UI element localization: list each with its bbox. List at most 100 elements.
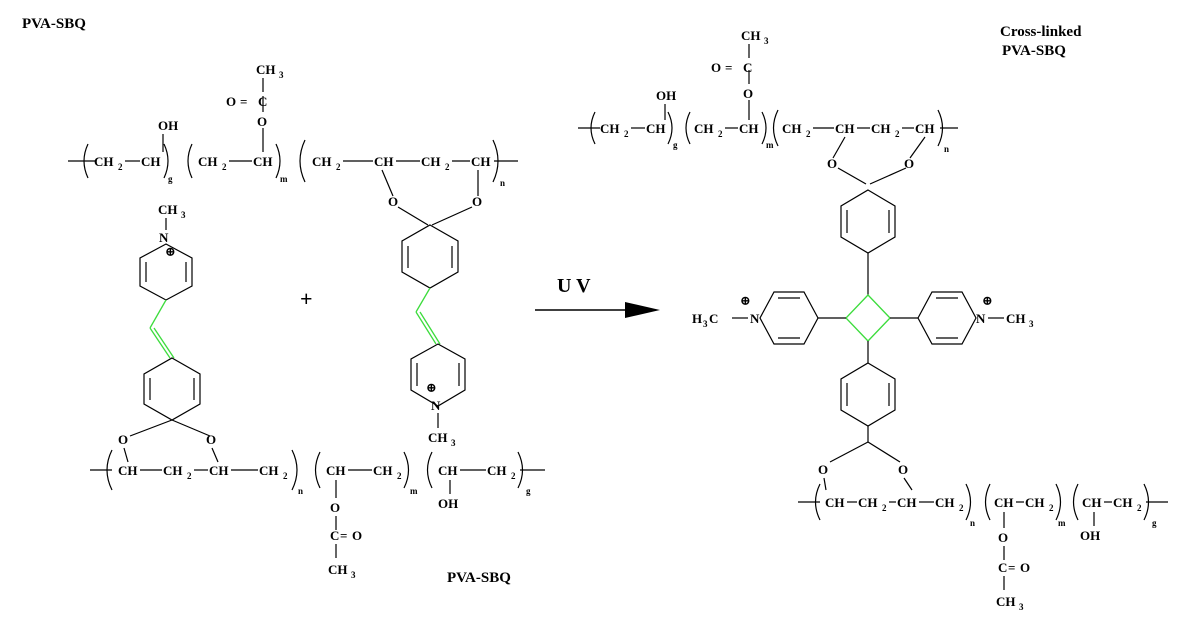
label-product-line1: Cross-linked	[1000, 24, 1082, 40]
svg-text:O: O	[118, 432, 128, 447]
svg-text:CH: CH	[118, 463, 138, 478]
svg-text:2: 2	[1137, 503, 1142, 513]
svg-text:OH: OH	[158, 118, 178, 133]
svg-text:2: 2	[187, 471, 192, 481]
svg-text:m: m	[766, 140, 774, 150]
svg-text:=: =	[1008, 560, 1015, 575]
svg-text:3: 3	[1019, 602, 1024, 612]
svg-text:2: 2	[283, 471, 288, 481]
svg-text:2: 2	[882, 503, 887, 513]
svg-text:CH: CH	[646, 121, 666, 136]
svg-text:CH: CH	[141, 154, 161, 169]
svg-text:CH: CH	[1082, 495, 1102, 510]
svg-text:CH: CH	[438, 463, 458, 478]
svg-text:g: g	[168, 174, 173, 184]
svg-text:O: O	[711, 60, 721, 75]
svg-text:O: O	[743, 86, 753, 101]
svg-text:3: 3	[764, 36, 769, 46]
svg-text:CH: CH	[741, 28, 761, 43]
svg-text:O: O	[472, 194, 482, 209]
svg-text:CH: CH	[373, 463, 393, 478]
svg-text:g: g	[1152, 518, 1157, 528]
svg-text:CH: CH	[198, 154, 218, 169]
svg-text:O: O	[904, 156, 914, 171]
svg-text:O: O	[818, 462, 828, 477]
svg-text:⊕: ⊕	[982, 293, 993, 308]
svg-text:CH: CH	[312, 154, 332, 169]
svg-text:O: O	[827, 156, 837, 171]
svg-text:CH: CH	[209, 463, 229, 478]
svg-text:CH: CH	[600, 121, 620, 136]
svg-text:n: n	[944, 144, 949, 154]
svg-text:CH: CH	[739, 121, 759, 136]
svg-text:n: n	[970, 518, 975, 528]
svg-text:O: O	[1020, 560, 1030, 575]
svg-text:CH: CH	[487, 463, 507, 478]
svg-text:⊕: ⊕	[426, 380, 437, 395]
reaction-arrow	[535, 302, 660, 318]
svg-text:CH: CH	[897, 495, 917, 510]
svg-text:CH: CH	[94, 154, 114, 169]
svg-text:2: 2	[222, 162, 227, 172]
svg-text:CH: CH	[694, 121, 714, 136]
svg-text:O: O	[352, 528, 362, 543]
svg-text:n: n	[500, 178, 505, 188]
svg-text:2: 2	[806, 129, 811, 139]
svg-text:2: 2	[336, 162, 341, 172]
svg-text:CH: CH	[835, 121, 855, 136]
reactant-left-pendant: CH 3 N ⊕ O O	[118, 202, 219, 463]
reactant-bottom-backbone: CH CH 2 CH CH 2 n CH CH 2 m CH CH 2 g OH…	[90, 449, 545, 580]
label-product-line2: PVA-SBQ	[1002, 43, 1066, 59]
svg-text:CH: CH	[428, 430, 448, 445]
svg-text:3: 3	[451, 438, 456, 448]
svg-text:O: O	[898, 462, 908, 477]
product-bottom-backbone: CH CH 2 CH CH 2 n CH CH 2 m CH CH 2 g OH…	[798, 483, 1168, 612]
svg-text:OH: OH	[438, 496, 458, 511]
svg-text:n: n	[298, 486, 303, 496]
svg-text:O: O	[226, 94, 236, 109]
svg-text:C: C	[998, 560, 1007, 575]
svg-text:CH: CH	[994, 495, 1014, 510]
svg-text:2: 2	[445, 162, 450, 172]
svg-text:3: 3	[1029, 319, 1034, 329]
svg-text:2: 2	[895, 129, 900, 139]
svg-text:CH: CH	[1006, 311, 1026, 326]
svg-text:CH: CH	[871, 121, 891, 136]
svg-text:3: 3	[181, 210, 186, 220]
svg-text:3: 3	[351, 570, 356, 580]
svg-text:CH: CH	[163, 463, 183, 478]
svg-text:N: N	[750, 311, 760, 326]
svg-text:m: m	[1058, 518, 1066, 528]
svg-text:2: 2	[718, 129, 723, 139]
svg-text:N: N	[159, 230, 169, 245]
svg-text:CH: CH	[825, 495, 845, 510]
arrow-head	[625, 302, 660, 318]
svg-text:=: =	[340, 528, 347, 543]
plus-sign: +	[300, 286, 313, 311]
svg-text:C: C	[743, 60, 752, 75]
svg-text:3: 3	[703, 319, 708, 329]
svg-text:OH: OH	[1080, 528, 1100, 543]
svg-text:CH: CH	[1113, 495, 1133, 510]
svg-text:C: C	[330, 528, 339, 543]
svg-text:=: =	[240, 94, 247, 109]
svg-text:N: N	[976, 311, 986, 326]
svg-text:2: 2	[1049, 503, 1054, 513]
svg-text:O: O	[257, 114, 267, 129]
svg-text:g: g	[526, 486, 531, 496]
label-reactant-top: PVA-SBQ	[22, 16, 86, 32]
svg-text:CH: CH	[328, 562, 348, 577]
svg-text:OH: OH	[656, 88, 676, 103]
svg-text:2: 2	[624, 129, 629, 139]
svg-text:CH: CH	[253, 154, 273, 169]
svg-text:H: H	[692, 311, 702, 326]
label-reactant-bottom: PVA-SBQ	[447, 570, 511, 586]
svg-text:CH: CH	[326, 463, 346, 478]
svg-text:C: C	[258, 94, 267, 109]
svg-text:3: 3	[279, 70, 284, 80]
svg-text:CH: CH	[1025, 495, 1045, 510]
svg-text:2: 2	[397, 471, 402, 481]
svg-text:CH: CH	[858, 495, 878, 510]
reactant-top-acetate: O C O = CH 3	[226, 62, 284, 129]
